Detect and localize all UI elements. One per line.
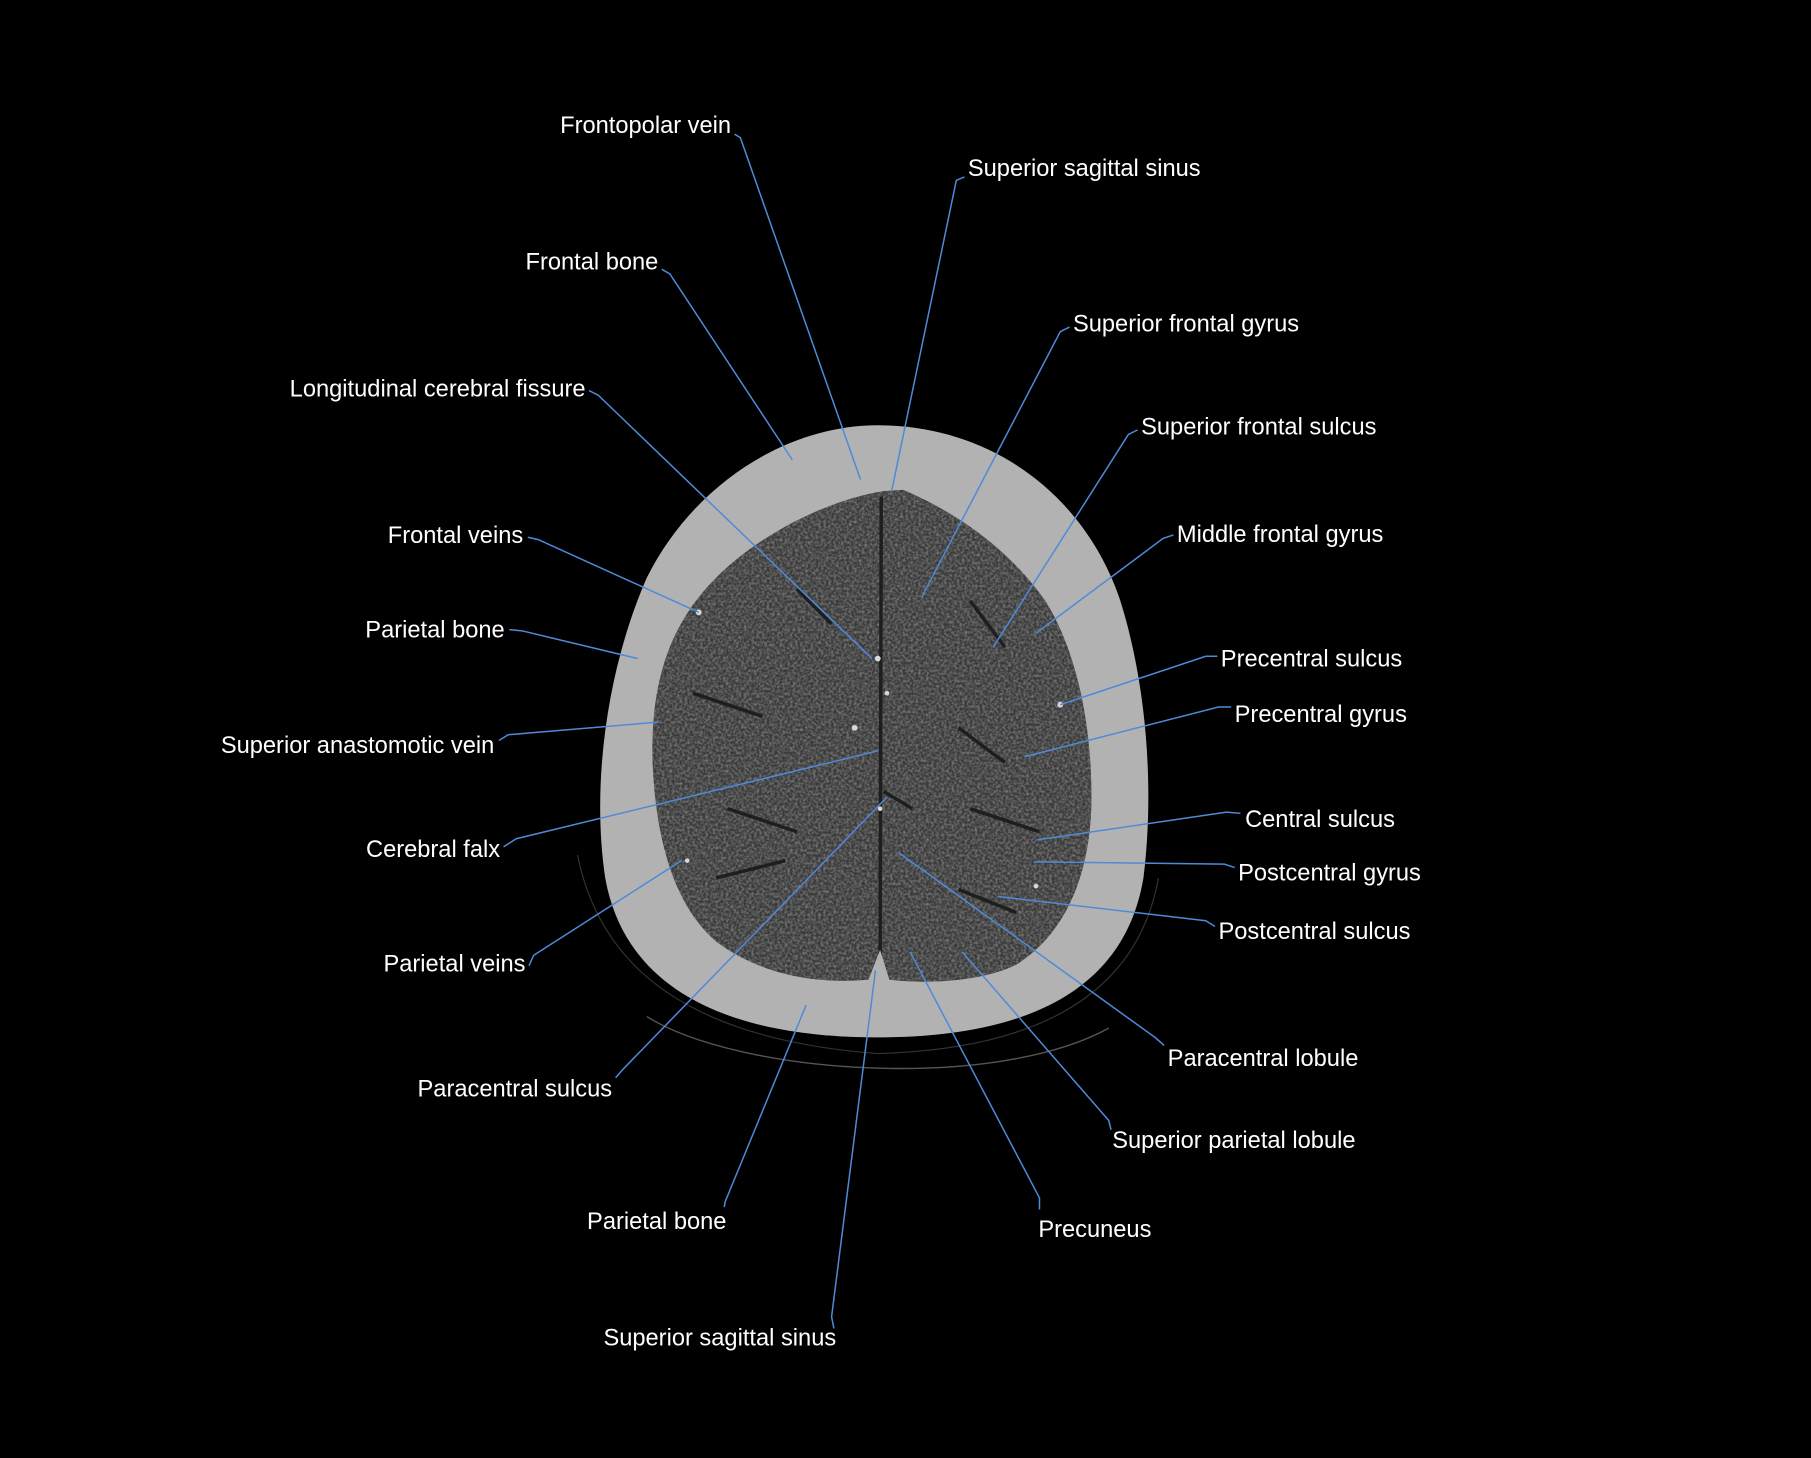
scalp-outline [576, 854, 1160, 1055]
label-frontal-veins: Frontal veins [388, 523, 523, 549]
leader-line [1037, 811, 1241, 841]
label-superior-sagittal-sinus-top: Superior sagittal sinus [968, 156, 1201, 182]
leader-line [909, 951, 1041, 1210]
label-precentral-gyrus: Precentral gyrus [1235, 702, 1407, 728]
label-frontopolar-vein: Frontopolar vein [560, 113, 731, 139]
leader-line [997, 895, 1216, 928]
leader-line [528, 860, 682, 967]
leader-line [588, 389, 873, 660]
label-parietal-veins: Parietal veins [383, 952, 525, 978]
leader-lines [498, 133, 1241, 1329]
label-parietal-bone-left: Parietal bone [365, 618, 504, 644]
head-support-outline [646, 1016, 1110, 1070]
leader-line [921, 326, 1070, 598]
leader-line [1024, 706, 1232, 758]
leader-line [830, 970, 877, 1329]
leader-line [1035, 534, 1174, 634]
leader-line [503, 750, 878, 848]
label-superior-sagittal-sinus-bottom: Superior sagittal sinus [603, 1326, 836, 1352]
label-precuneus: Precuneus [1038, 1217, 1151, 1243]
label-cerebral-falx: Cerebral falx [366, 837, 500, 863]
label-precentral-sulcus: Precentral sulcus [1221, 647, 1402, 673]
leader-line [723, 1004, 807, 1208]
leader-line [1060, 655, 1218, 706]
leader-line [527, 536, 700, 614]
leader-line [661, 268, 793, 461]
leader-line [615, 796, 888, 1079]
leader-line [961, 951, 1112, 1130]
label-longitudinal-cerebral-fissure: Longitudinal cerebral fissure [290, 376, 586, 402]
label-paracentral-sulcus: Paracentral sulcus [418, 1076, 613, 1102]
vessels [684, 609, 1064, 889]
leader-line [509, 628, 638, 660]
leader-line [498, 721, 659, 742]
label-superior-frontal-sulcus: Superior frontal sulcus [1141, 414, 1376, 440]
label-postcentral-gyrus: Postcentral gyrus [1238, 860, 1421, 886]
labels: Frontopolar vein Superior sagittal sinus… [221, 113, 1421, 1352]
label-superior-anastomotic-vein: Superior anastomotic vein [221, 733, 495, 759]
leader-line [992, 429, 1138, 648]
label-frontal-bone: Frontal bone [526, 249, 659, 275]
label-postcentral-sulcus: Postcentral sulcus [1218, 919, 1410, 945]
leader-line [898, 851, 1165, 1047]
leader-line [734, 133, 862, 480]
leader-line [1033, 861, 1235, 869]
label-superior-frontal-gyrus: Superior frontal gyrus [1073, 312, 1299, 338]
label-paracentral-lobule: Paracentral lobule [1168, 1046, 1359, 1072]
label-superior-parietal-lobule: Superior parietal lobule [1112, 1128, 1355, 1154]
leader-line [890, 176, 965, 492]
label-parietal-bone-bottom: Parietal bone [587, 1209, 726, 1235]
label-middle-frontal-gyrus: Middle frontal gyrus [1177, 522, 1383, 548]
label-central-sulcus: Central sulcus [1245, 807, 1395, 833]
